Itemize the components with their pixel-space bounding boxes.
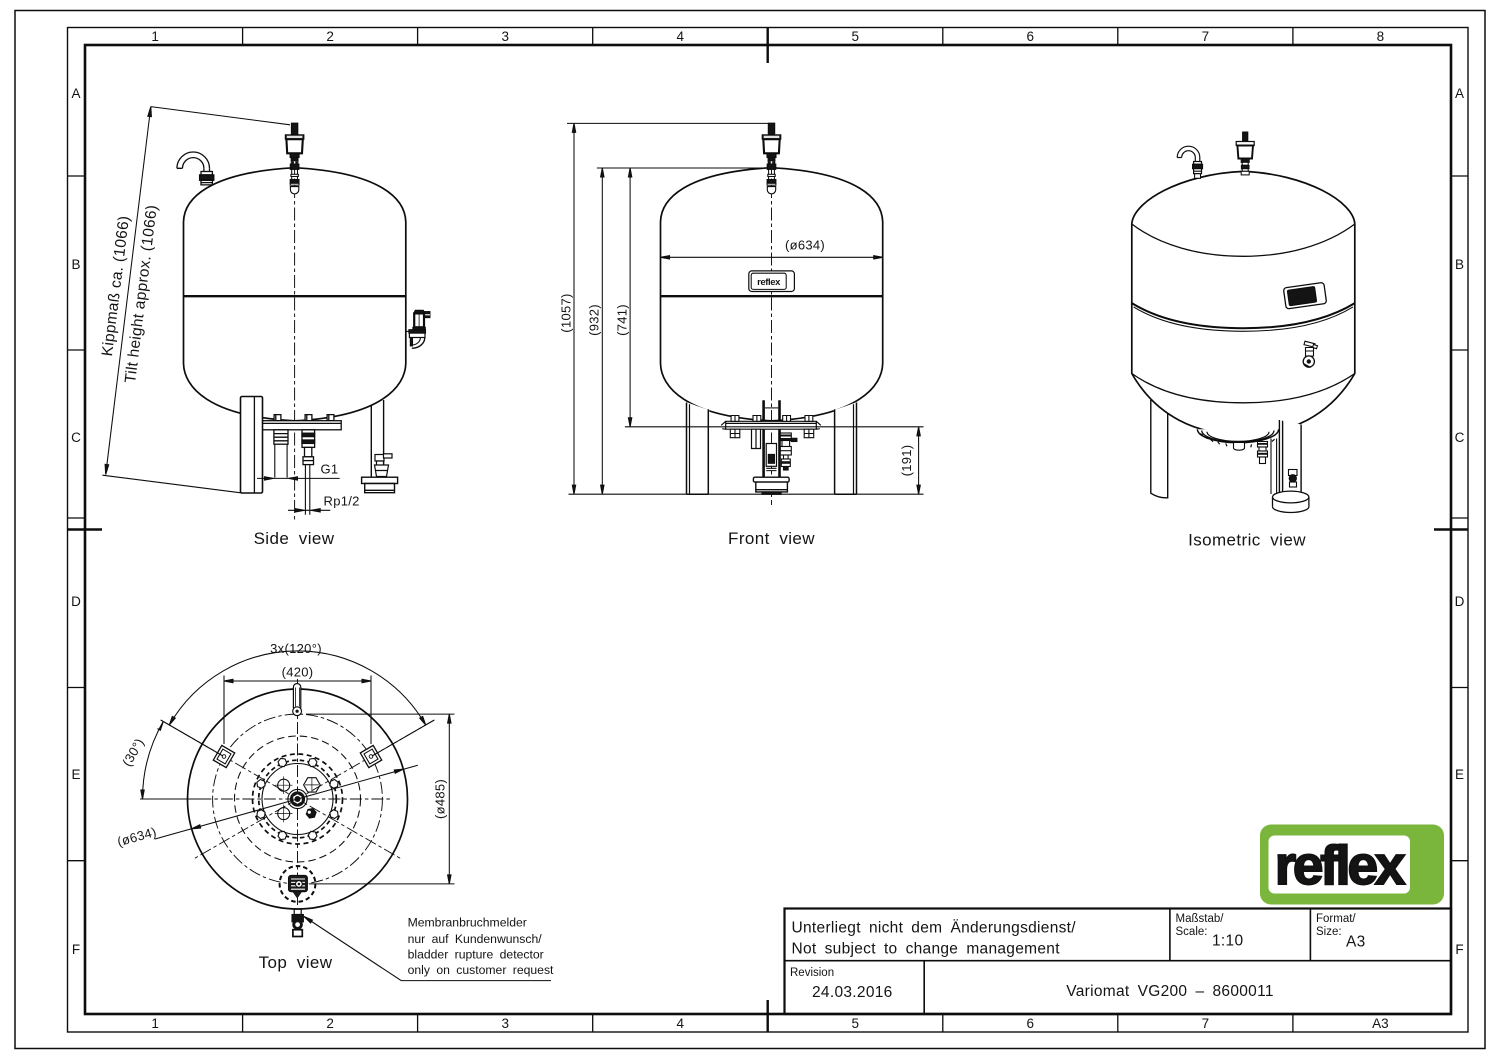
svg-text:G1: G1 <box>321 462 339 477</box>
svg-text:Format/: Format/ <box>1316 913 1356 925</box>
svg-text:reflex: reflex <box>1293 293 1311 302</box>
svg-text:A: A <box>71 86 80 101</box>
svg-text:Front view: Front view <box>728 529 815 548</box>
svg-text:1:10: 1:10 <box>1212 933 1243 950</box>
svg-text:(ø634): (ø634) <box>785 238 825 253</box>
svg-text:Membranbruchmelder: Membranbruchmelder <box>408 916 527 930</box>
svg-text:reflex: reflex <box>757 277 781 288</box>
svg-text:7: 7 <box>1202 1016 1210 1031</box>
svg-text:8: 8 <box>1377 29 1385 44</box>
svg-text:1: 1 <box>151 29 159 44</box>
svg-text:4: 4 <box>676 29 684 44</box>
svg-text:Isometric view: Isometric view <box>1188 531 1306 550</box>
svg-text:1: 1 <box>151 1016 159 1031</box>
svg-text:Revision: Revision <box>790 967 834 979</box>
svg-text:(1057): (1057) <box>559 293 574 332</box>
svg-text:Variomat VG200 – 8600011: Variomat VG200 – 8600011 <box>1066 983 1274 1000</box>
svg-text:(ø485): (ø485) <box>433 779 448 819</box>
svg-text:D: D <box>1455 594 1465 609</box>
svg-text:Side view: Side view <box>254 529 335 548</box>
svg-text:E: E <box>1455 767 1464 782</box>
svg-text:Maßstab/: Maßstab/ <box>1176 913 1225 925</box>
svg-text:nur auf Kundenwunsch/: nur auf Kundenwunsch/ <box>408 932 543 946</box>
svg-text:5: 5 <box>852 1016 860 1031</box>
svg-text:Top view: Top view <box>259 953 333 972</box>
svg-text:only on customer request: only on customer request <box>408 963 554 977</box>
svg-text:3: 3 <box>501 1016 509 1031</box>
svg-text:Not subject to change manageme: Not subject to change management <box>792 941 1061 958</box>
svg-text:(191): (191) <box>899 445 914 477</box>
svg-text:E: E <box>71 767 80 782</box>
svg-text:A: A <box>1455 86 1464 101</box>
svg-text:B: B <box>71 257 80 272</box>
svg-text:C: C <box>71 430 81 445</box>
svg-text:reflex: reflex <box>1275 834 1406 896</box>
svg-text:C: C <box>1455 430 1465 445</box>
svg-text:A3: A3 <box>1372 1016 1389 1031</box>
svg-text:6: 6 <box>1027 1016 1035 1031</box>
svg-text:4: 4 <box>676 1016 684 1031</box>
svg-text:3x(120°): 3x(120°) <box>270 641 322 656</box>
svg-text:Unterliegt nicht dem Änderungs: Unterliegt nicht dem Änderungsdienst/ <box>792 920 1077 937</box>
svg-text:D: D <box>71 594 81 609</box>
svg-text:B: B <box>1455 257 1464 272</box>
svg-text:3: 3 <box>501 29 509 44</box>
svg-text:F: F <box>72 942 80 957</box>
svg-text:(420): (420) <box>282 665 314 680</box>
svg-text:A3: A3 <box>1346 934 1366 951</box>
svg-text:Rp1/2: Rp1/2 <box>324 494 360 509</box>
svg-text:7: 7 <box>1202 29 1210 44</box>
svg-text:bladder rupture detector: bladder rupture detector <box>408 948 544 962</box>
svg-text:24.03.2016: 24.03.2016 <box>812 984 893 1001</box>
svg-text:5: 5 <box>852 29 860 44</box>
svg-text:2: 2 <box>326 29 334 44</box>
svg-text:Size:: Size: <box>1316 926 1342 938</box>
svg-text:6: 6 <box>1027 29 1035 44</box>
svg-text:Scale:: Scale: <box>1176 926 1208 938</box>
svg-text:(741): (741) <box>615 304 630 336</box>
svg-text:2: 2 <box>326 1016 334 1031</box>
svg-text:F: F <box>1455 942 1463 957</box>
svg-text:(932): (932) <box>587 304 602 336</box>
